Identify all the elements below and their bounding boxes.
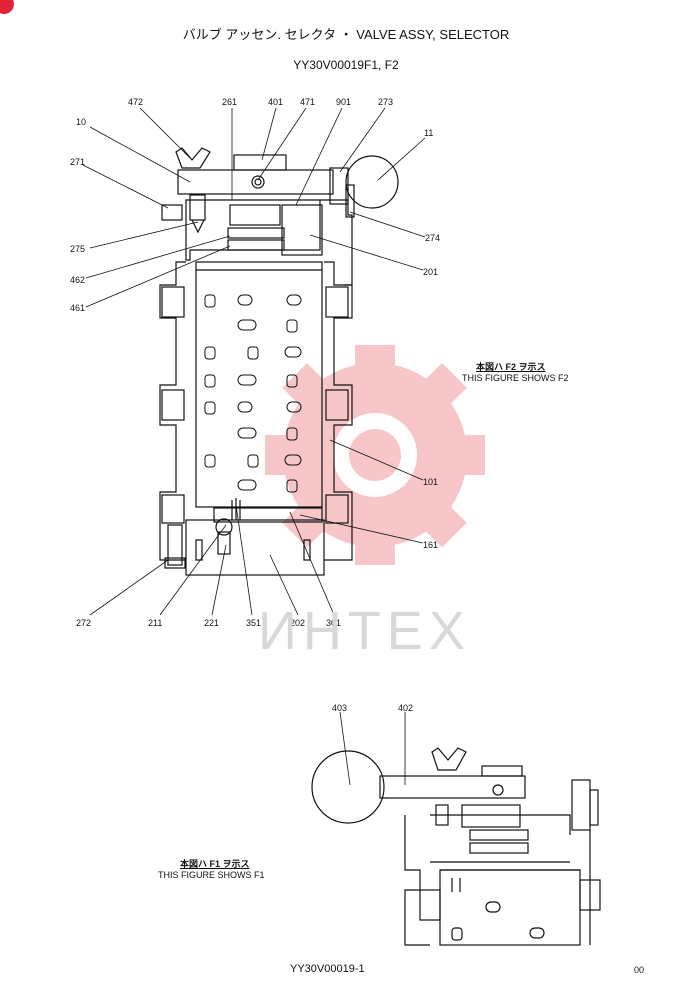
callout-10: 10 <box>76 117 87 127</box>
callout-461: 461 <box>70 303 86 313</box>
note-f2-en: THIS FIGURE SHOWS F2 <box>462 373 569 383</box>
callout-301: 301 <box>326 618 342 628</box>
callout-101: 101 <box>423 477 439 487</box>
callout-901: 901 <box>336 97 352 107</box>
knob-ball-f1 <box>311 750 385 824</box>
callout-161: 161 <box>423 540 439 550</box>
note-f1-jp: 本図ハ F1 ヲ示ス <box>180 859 250 869</box>
callout-11: 11 <box>424 128 434 138</box>
knob-ball <box>345 155 399 209</box>
callout-201: 201 <box>423 267 439 277</box>
callout-202: 202 <box>290 618 306 628</box>
page-number: 00 <box>634 965 645 975</box>
note-f1-en: THIS FIGURE SHOWS F1 <box>158 870 265 880</box>
callout-462: 462 <box>70 275 86 285</box>
sleeve <box>195 261 323 508</box>
note-f1: 本図ハ F1 ヲ示ス THIS FIGURE SHOWS F1 <box>158 859 265 881</box>
callout-401: 401 <box>268 97 284 107</box>
page-title: バルブ アッセン. セレクタ ・ VALVE ASSY, SELECTOR <box>182 27 510 42</box>
callout-351: 351 <box>246 618 262 628</box>
callout-221: 221 <box>204 618 220 628</box>
watermark-gear-icon <box>265 345 485 565</box>
callout-402: 402 <box>398 703 414 713</box>
watermark-text: ИНТЕХ <box>258 601 471 661</box>
callout-211: 211 <box>148 618 163 628</box>
callout-275: 275 <box>70 244 86 254</box>
note-f2-jp: 本図ハ F2 ヲ示ス <box>476 362 546 372</box>
callout-261: 261 <box>222 97 238 107</box>
callout-471: 471 <box>300 97 316 107</box>
wing-nut <box>175 147 211 169</box>
callout-272: 272 <box>76 618 92 628</box>
callout-271: 271 <box>70 157 86 167</box>
callout-274: 274 <box>425 233 441 243</box>
model-subtitle: YY30V00019F1, F2 <box>293 58 399 72</box>
callout-403: 403 <box>332 703 348 713</box>
drawing-number: YY30V00019-1 <box>290 963 365 975</box>
callout-472: 472 <box>128 97 144 107</box>
note-f2: 本図ハ F2 ヲ示ス THIS FIGURE SHOWS F2 <box>462 362 569 384</box>
corner-badge <box>0 0 14 14</box>
callout-273: 273 <box>378 97 394 107</box>
